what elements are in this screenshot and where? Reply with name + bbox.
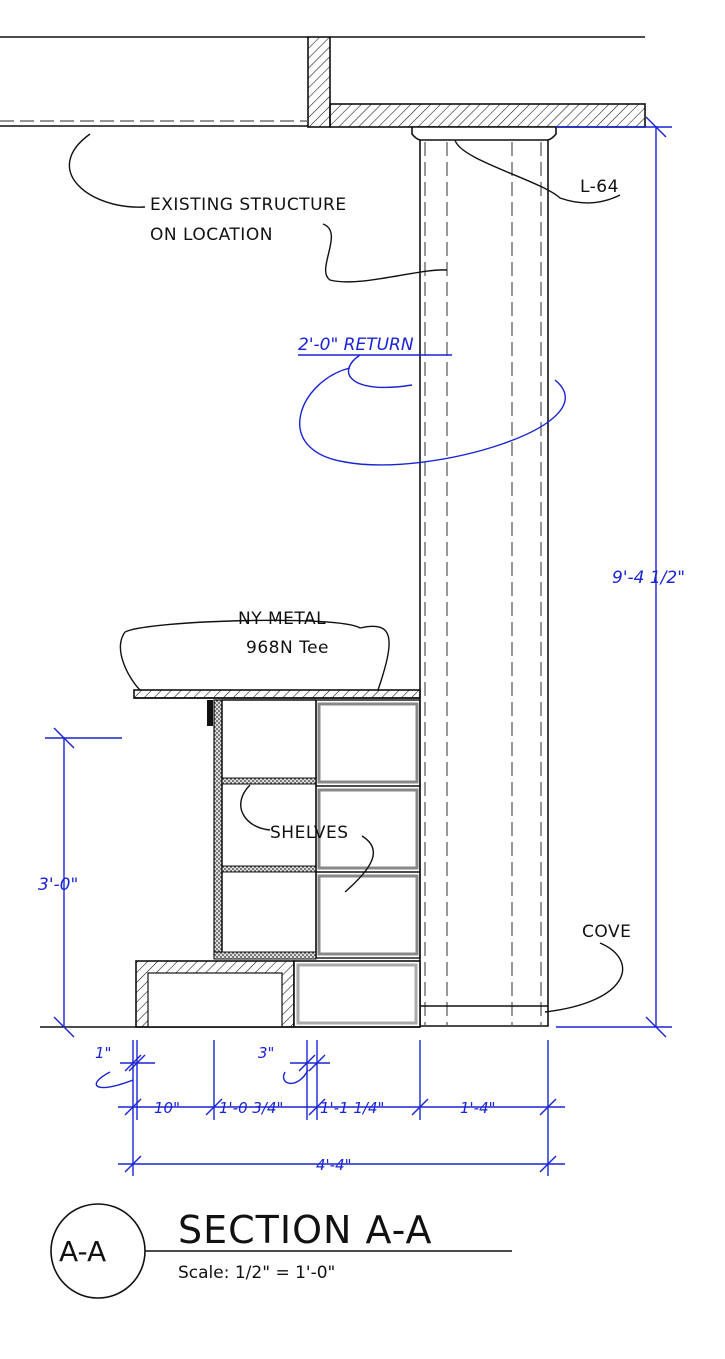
column bbox=[411, 126, 557, 1027]
note-existing-structure-2: ON LOCATION bbox=[150, 225, 273, 245]
section-title: SECTION A-A bbox=[178, 1208, 433, 1252]
note-leaders bbox=[68, 133, 624, 1013]
existing-structure bbox=[0, 36, 646, 128]
dim-seg3: 1'-1 1/4" bbox=[320, 1099, 384, 1117]
dim-3-inch: 3" bbox=[258, 1044, 274, 1062]
section-scale: Scale: 1/2" = 1'-0" bbox=[178, 1263, 335, 1283]
dim-counter-height: 3'-0" bbox=[38, 875, 78, 895]
cabinet bbox=[40, 689, 421, 1028]
dim-seg1: 10" bbox=[154, 1099, 180, 1117]
dim-overall-width: 4'-4" bbox=[316, 1156, 352, 1174]
dim-1-inch: 1" bbox=[95, 1044, 111, 1062]
dim-seg4: 1'-4" bbox=[460, 1099, 496, 1117]
section-tag: A-A bbox=[59, 1235, 106, 1268]
title-block bbox=[50, 1203, 512, 1299]
note-metal-1: NY METAL bbox=[238, 609, 326, 629]
return-leader bbox=[298, 354, 566, 466]
dim-seg2: 1'-0 3/4" bbox=[219, 1099, 283, 1117]
dim-overall-height: 9'-4 1/2" bbox=[612, 568, 685, 588]
note-return: 2'-0" RETURN bbox=[298, 335, 414, 355]
note-cove: COVE bbox=[582, 922, 631, 942]
note-existing-structure-1: EXISTING STRUCTURE bbox=[150, 195, 347, 215]
dimension-lines bbox=[45, 116, 672, 1176]
note-metal-2: 968N Tee bbox=[246, 638, 329, 658]
note-shelves: SHELVES bbox=[270, 823, 349, 843]
note-fixture: L-64 bbox=[580, 177, 619, 197]
